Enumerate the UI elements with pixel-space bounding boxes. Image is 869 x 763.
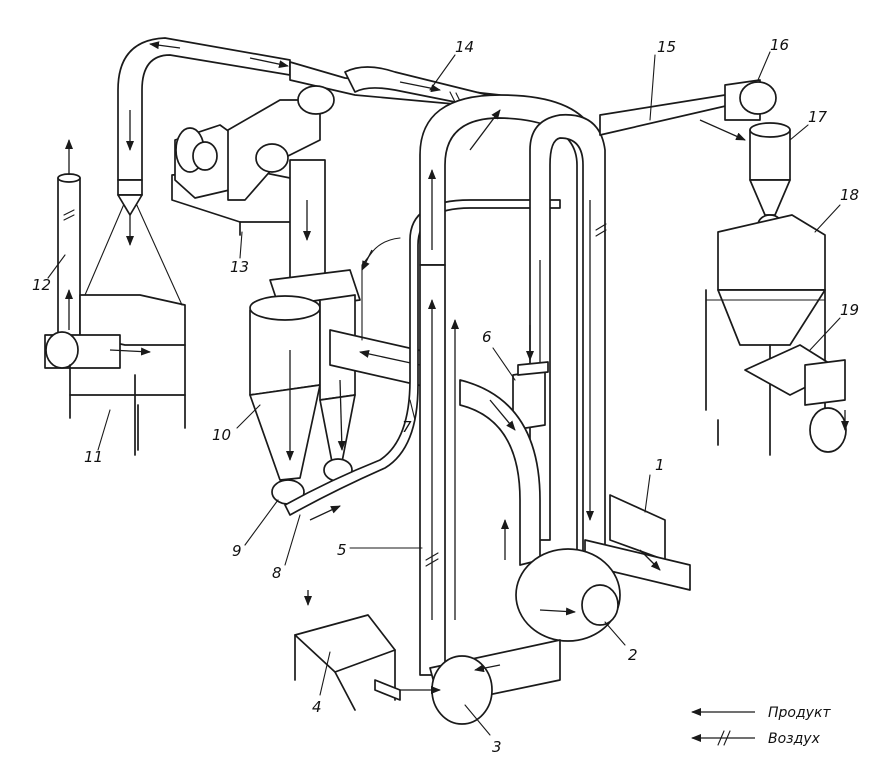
label-12: 12: [32, 276, 51, 294]
legend-air-hatch: [717, 730, 731, 746]
bunker-18: [705, 214, 826, 456]
label-3: 3: [492, 738, 502, 756]
leader-lines: [47, 51, 841, 736]
fan-16: [724, 79, 777, 121]
screw-19: [744, 344, 849, 453]
blower-2: [515, 494, 691, 642]
support-frame-11: [44, 189, 186, 456]
label-4: 4: [312, 698, 322, 716]
label-13: 13: [230, 258, 249, 276]
cyclone-10: [249, 143, 361, 505]
bottom-duct-3: [400, 639, 561, 725]
label-1: 1: [655, 456, 665, 474]
riser-duct: [117, 37, 291, 246]
pipe-15: [599, 94, 746, 141]
label-6: 6: [482, 328, 492, 346]
label-11: 11: [84, 448, 103, 466]
label-14: 14: [455, 38, 474, 56]
legend-air-label: Воздух: [768, 731, 821, 747]
pipe-8: [284, 199, 561, 521]
label-10: 10: [212, 426, 231, 444]
label-2: 2: [628, 646, 638, 664]
label-5: 5: [337, 541, 347, 559]
label-9: 9: [232, 542, 242, 560]
label-7: 7: [402, 418, 412, 436]
hopper-4: [294, 590, 401, 711]
label-18: 18: [840, 186, 859, 204]
label-16: 16: [770, 36, 789, 54]
pipe-7: [361, 237, 401, 341]
legend: Продукт Воздух: [691, 705, 831, 747]
legend-product-label: Продукт: [768, 705, 831, 721]
label-19: 19: [840, 301, 859, 319]
label-8: 8: [272, 564, 282, 582]
exhaust-stack-12: [57, 139, 81, 346]
label-17: 17: [808, 108, 828, 126]
label-15: 15: [657, 38, 676, 56]
